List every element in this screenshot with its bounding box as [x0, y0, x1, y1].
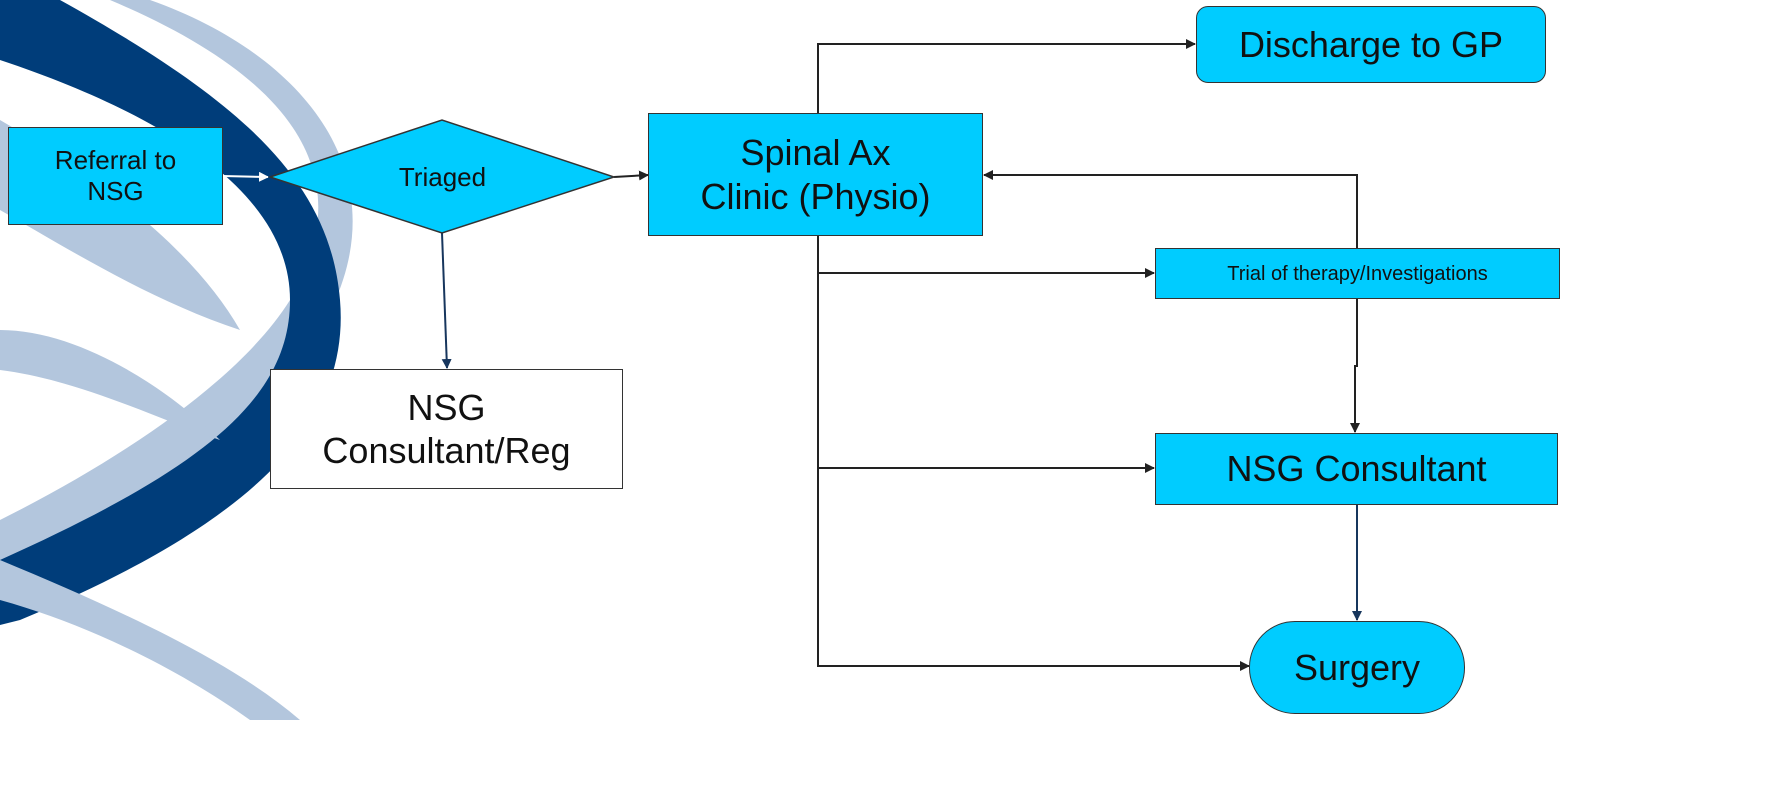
edge-referral-to-triaged: [222, 171, 269, 182]
edge-trial-therapy-to-nsg-consultant: [1350, 299, 1360, 433]
triaged-diamond-shape[interactable]: [267, 119, 617, 234]
helix-dark-tail: [0, 330, 220, 440]
node-surgery-label: Surgery: [1293, 646, 1421, 688]
node-trial-therapy-label: Trial of therapy/Investigations: [1227, 262, 1488, 285]
edge-spinal-clinic-to-surgery: [817, 468, 1250, 671]
edge-spinal-clinic-to-discharge: [817, 39, 1196, 113]
edge-spinal-clinic-to-nsg-consultant: [817, 273, 1155, 473]
node-surgery[interactable]: Surgery: [1249, 621, 1465, 714]
node-referral-label: Referral to NSG: [54, 144, 177, 206]
node-referral-to-nsg[interactable]: Referral to NSG: [8, 127, 223, 225]
edge-spinal-clinic-to-trial-therapy: [817, 236, 1155, 278]
node-spinal-ax-clinic[interactable]: Spinal Ax Clinic (Physio): [648, 113, 983, 236]
node-discharge-to-gp[interactable]: Discharge to GP: [1196, 6, 1546, 83]
node-trial-of-therapy[interactable]: Trial of therapy/Investigations: [1155, 248, 1560, 299]
helix-dark-band: [0, 0, 341, 625]
helix-light-band-upper: [0, 0, 353, 580]
node-nsg-consultant-reg[interactable]: NSG Consultant/Reg: [270, 369, 623, 489]
edge-triaged-to-spinal-clinic: [613, 170, 649, 181]
edge-trial-therapy-to-spinal-clinic: [983, 170, 1358, 249]
node-nsg-consultant-label: NSG Consultant: [1226, 448, 1487, 490]
node-nsg-consultant[interactable]: NSG Consultant: [1155, 433, 1558, 505]
node-triaged[interactable]: Triaged: [370, 150, 515, 205]
node-triaged-label: Triaged: [398, 161, 487, 192]
edge-triaged-to-nsg-consultant-reg: [441, 232, 452, 369]
node-discharge-label: Discharge to GP: [1238, 23, 1504, 65]
node-nsg-consultant-reg-label: NSG Consultant/Reg: [322, 386, 571, 471]
helix-light-band-bottom: [0, 560, 300, 720]
node-spinal-clinic-label: Spinal Ax Clinic (Physio): [700, 132, 931, 217]
